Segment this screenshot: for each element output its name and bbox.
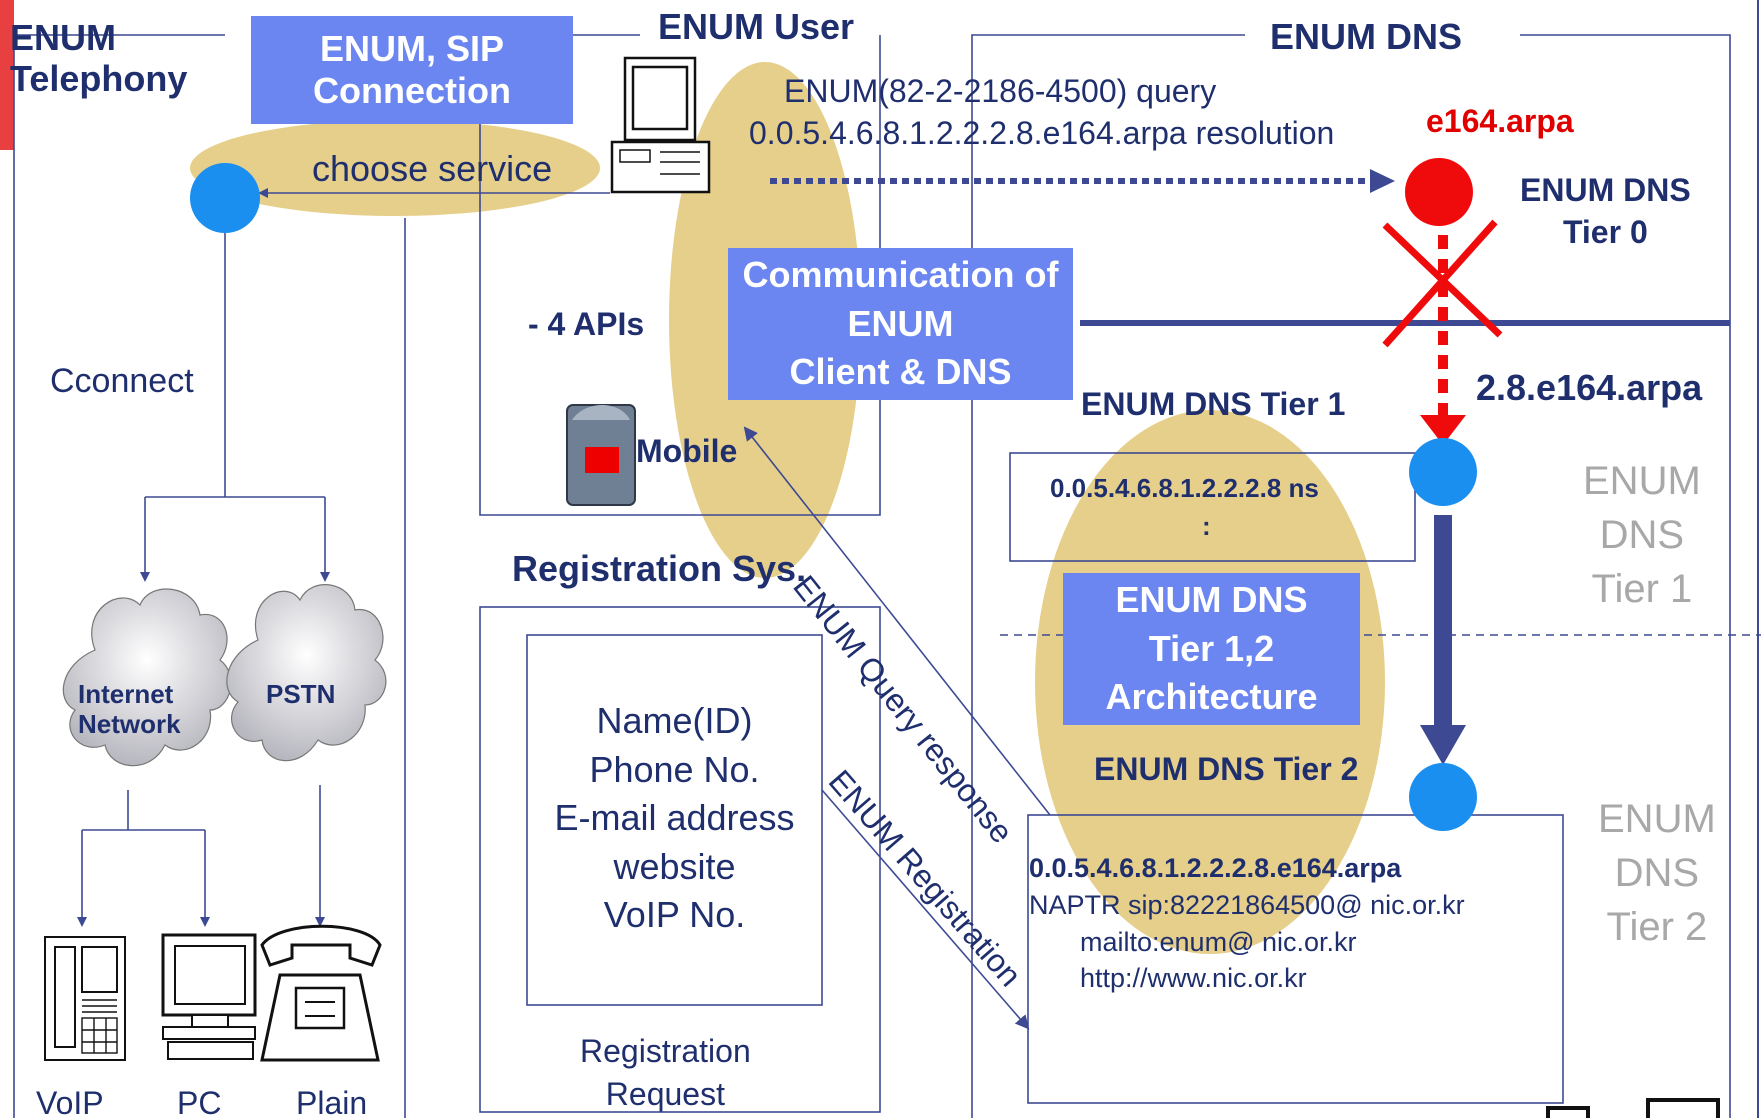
voip-phone-icon	[44, 936, 126, 1061]
corner-accent	[0, 0, 14, 150]
pc-icon	[161, 933, 257, 1060]
blocked-x-icon	[1382, 219, 1503, 348]
tier1-to-tier2-shaft	[1434, 515, 1452, 730]
naptr-line1: NAPTR sip:82221864500@ nic.or.kr	[1029, 890, 1465, 920]
device-label-voip: VoIP	[36, 1085, 104, 1118]
tier0-node	[1405, 158, 1473, 226]
mobile-label: Mobile	[636, 433, 738, 469]
registration-request-label: Registration Request	[580, 1033, 751, 1113]
tier1-record-line2: :	[1202, 511, 1211, 541]
choose-service-ellipse	[190, 120, 600, 216]
plain-phone-icon	[260, 924, 382, 1062]
e164-arpa-label: e164.arpa	[1426, 103, 1574, 139]
registration-title: Registration Sys.	[512, 548, 807, 589]
tier1-domain-label: 2.8.e164.arpa	[1476, 367, 1703, 408]
enum-user-title: ENUM User	[658, 6, 855, 47]
registration-frame	[479, 606, 881, 1113]
enum-dns-title: ENUM DNS	[1270, 16, 1463, 57]
pstn-cloud-icon	[226, 584, 387, 762]
tier1-record-box	[1009, 452, 1416, 562]
naptr-domain: 0.0.5.4.6.8.1.2.2.2.8.e164.arpa	[1029, 853, 1402, 883]
naptr-line2: mailto:enum@ nic.or.kr	[1080, 927, 1357, 957]
tier1-node	[1409, 438, 1477, 506]
telephony-title: ENUM Telephony	[10, 17, 188, 100]
dns-frame	[971, 34, 1731, 1118]
device-label-pc: PC	[177, 1085, 222, 1118]
tier12-architecture-box: ENUM DNS Tier 1,2 Architecture	[1063, 573, 1360, 725]
query-label-line2: 0.0.5.4.6.8.1.2.2.2.8.e164.arpa resoluti…	[749, 115, 1335, 151]
choose-service-label: choose service	[312, 148, 553, 189]
cloud-label-pstn: PSTN	[266, 679, 336, 709]
tier1-to-tier2-arrowhead	[1420, 725, 1466, 765]
client-dns-communication-box: Communication of ENUM Client & DNS	[728, 248, 1073, 400]
cloud-label-internet: Internet Network	[78, 679, 181, 739]
telephony-node	[190, 163, 260, 233]
tier0-label: ENUM DNS Tier 0	[1520, 172, 1691, 250]
tier0-to-tier1-arrowhead	[1420, 415, 1466, 445]
apis-label: - 4 APIs	[528, 306, 645, 342]
query-label-line1: ENUM(82-2-2186-4500) query	[784, 73, 1217, 109]
query-arrowhead	[1370, 169, 1395, 193]
tier1-label: ENUM DNS Tier 1	[1081, 386, 1346, 422]
connect-label: Cconnect	[50, 362, 194, 400]
registration-arrow	[821, 789, 1030, 1030]
naptr-line3: http://www.nic.or.kr	[1080, 963, 1307, 993]
mobile-phone-icon	[566, 404, 636, 506]
tier1-side-label: ENUM DNS Tier 1	[1583, 459, 1701, 611]
query-response-arrow	[743, 426, 1051, 816]
registration-fields: Name(ID) Phone No. E-mail address websit…	[554, 700, 795, 936]
sip-connection-box: ENUM, SIP Connection	[251, 16, 573, 124]
tier2-side-label: ENUM DNS Tier 2	[1598, 797, 1716, 949]
registration-fields-box	[526, 634, 823, 1006]
tier2-label: ENUM DNS Tier 2	[1094, 751, 1359, 787]
tier2-node	[1409, 763, 1477, 831]
partial-corner-icons	[1546, 1098, 1720, 1118]
device-label-plain: Plain	[296, 1085, 368, 1118]
tier1-record-line1: 0.0.5.4.6.8.1.2.2.2.8 ns	[1050, 473, 1319, 503]
internet-cloud-icon	[62, 588, 232, 767]
telephony-frame	[13, 34, 406, 1118]
desktop-computer-icon	[610, 56, 711, 194]
tier2-record-box	[1027, 814, 1564, 1104]
